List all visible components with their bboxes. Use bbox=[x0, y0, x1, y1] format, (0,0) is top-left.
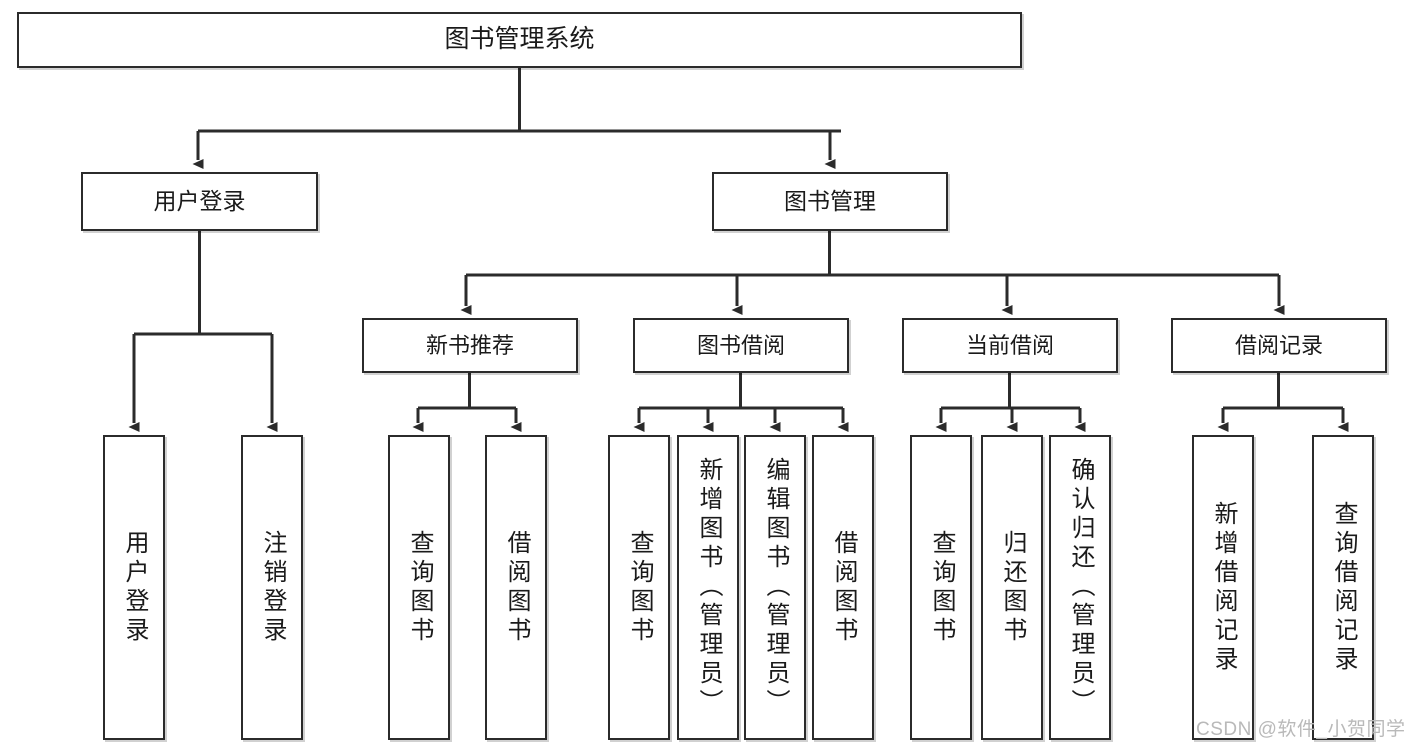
node-leaf-query-book-1[interactable]: 查询图书 bbox=[388, 435, 450, 740]
node-leaf-user-login[interactable]: 用户登录 bbox=[103, 435, 165, 740]
node-leaf-return-book-label: 归还图书 bbox=[999, 529, 1026, 646]
node-new-book-rec[interactable]: 新书推荐 bbox=[362, 318, 578, 373]
node-leaf-borrow-book-2-label: 借阅图书 bbox=[830, 529, 857, 646]
node-leaf-return-book[interactable]: 归还图书 bbox=[981, 435, 1043, 740]
node-current-borrow-label: 当前借阅 bbox=[965, 332, 1054, 358]
node-leaf-add-record-label: 新增借阅记录 bbox=[1210, 500, 1237, 675]
node-leaf-borrow-book-1-label: 借阅图书 bbox=[503, 529, 530, 646]
node-book-manage-label: 图书管理 bbox=[784, 187, 876, 214]
node-leaf-user-logout[interactable]: 注销登录 bbox=[241, 435, 303, 740]
node-root-label: 图书管理系统 bbox=[444, 25, 595, 54]
node-current-borrow[interactable]: 当前借阅 bbox=[902, 318, 1118, 373]
node-leaf-edit-book[interactable]: 编辑图书（管理员） bbox=[744, 435, 806, 740]
node-book-borrow[interactable]: 图书借阅 bbox=[633, 318, 849, 373]
node-leaf-query-book-2[interactable]: 查询图书 bbox=[608, 435, 670, 740]
node-user-login-label: 用户登录 bbox=[153, 187, 246, 214]
node-borrow-record-label: 借阅记录 bbox=[1234, 332, 1323, 358]
node-leaf-confirm-return[interactable]: 确认归还（管理员） bbox=[1049, 435, 1111, 740]
node-leaf-edit-book-label: 编辑图书（管理员） bbox=[762, 457, 789, 718]
node-root[interactable]: 图书管理系统 bbox=[17, 12, 1022, 68]
csdn-watermark: CSDN @软件_小贺同学 bbox=[1196, 719, 1405, 740]
node-new-book-rec-label: 新书推荐 bbox=[425, 332, 514, 358]
node-leaf-add-record[interactable]: 新增借阅记录 bbox=[1192, 435, 1254, 740]
node-book-manage[interactable]: 图书管理 bbox=[712, 172, 948, 231]
node-leaf-query-book-1-label: 查询图书 bbox=[406, 529, 433, 646]
node-leaf-borrow-book-2[interactable]: 借阅图书 bbox=[812, 435, 874, 740]
node-leaf-confirm-return-label: 确认归还（管理员） bbox=[1067, 457, 1094, 718]
node-leaf-query-record-label: 查询借阅记录 bbox=[1330, 500, 1357, 675]
node-leaf-add-book-label: 新增图书（管理员） bbox=[695, 457, 722, 718]
node-leaf-query-book-3-label: 查询图书 bbox=[928, 529, 955, 646]
node-book-borrow-label: 图书借阅 bbox=[696, 332, 785, 358]
node-leaf-query-book-3[interactable]: 查询图书 bbox=[910, 435, 972, 740]
node-leaf-add-book[interactable]: 新增图书（管理员） bbox=[677, 435, 739, 740]
node-leaf-user-logout-label: 注销登录 bbox=[259, 529, 286, 646]
node-leaf-query-book-2-label: 查询图书 bbox=[626, 529, 653, 646]
node-leaf-user-login-label: 用户登录 bbox=[121, 529, 148, 646]
node-leaf-query-record[interactable]: 查询借阅记录 bbox=[1312, 435, 1374, 740]
node-user-login[interactable]: 用户登录 bbox=[81, 172, 318, 231]
node-leaf-borrow-book-1[interactable]: 借阅图书 bbox=[485, 435, 547, 740]
node-borrow-record[interactable]: 借阅记录 bbox=[1171, 318, 1387, 373]
